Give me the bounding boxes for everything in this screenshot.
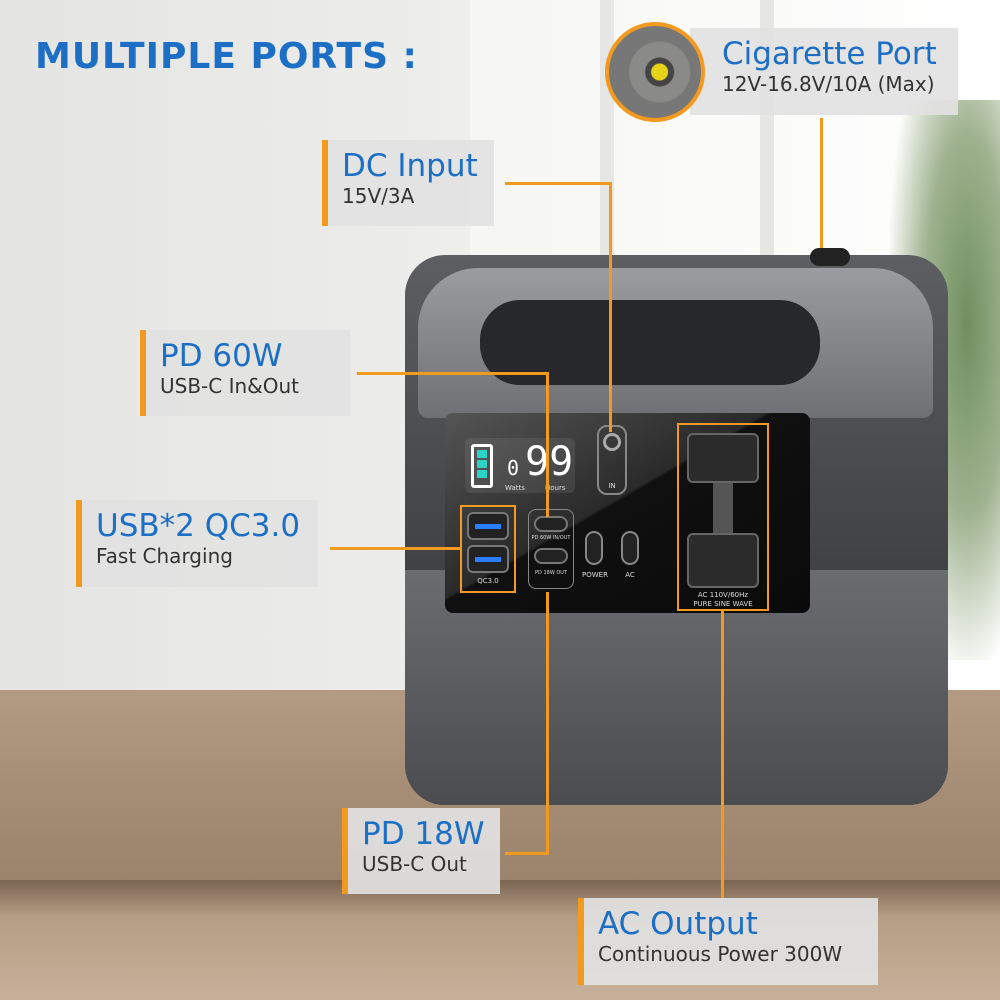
leader-line <box>609 182 612 432</box>
callout-pd18: PD 18W USB-C Out <box>342 808 500 894</box>
power-button[interactable] <box>585 531 603 565</box>
usb-qc-highlight: QC3.0 <box>460 505 516 593</box>
outlet-bridge <box>713 483 733 533</box>
in-label: IN <box>608 482 616 490</box>
qc-label: QC3.0 <box>477 577 499 585</box>
callout-subtitle: Fast Charging <box>96 544 233 568</box>
ac-rating-label: AC 110V/60Hz <box>697 591 749 599</box>
cigarette-port-cap <box>810 248 850 266</box>
hours-value: 99 <box>525 439 574 485</box>
callout-usb-qc: USB*2 QC3.0 Fast Charging <box>76 500 318 587</box>
watts-label: Watts <box>505 484 525 492</box>
callout-cigarette-port: Cigarette Port 12V-16.8V/10A (Max) <box>690 28 958 115</box>
ac-outlet <box>687 533 759 588</box>
watts-value: 0 <box>507 456 520 480</box>
ac-button[interactable] <box>621 531 639 565</box>
ac-wave-label: PURE SINE WAVE <box>693 600 753 608</box>
usb-c-port-18w <box>534 548 568 564</box>
usb-a-port <box>467 512 509 540</box>
callout-title: DC Input <box>342 148 478 184</box>
handle-slot <box>480 300 820 385</box>
callout-subtitle: Continuous Power 300W <box>598 942 843 966</box>
callout-title: USB*2 QC3.0 <box>96 508 301 544</box>
callout-title: AC Output <box>598 906 758 942</box>
control-panel: 0 99 Watts Hours IN QC3.0 PD 60W IN/OUT … <box>445 413 810 613</box>
leader-line <box>721 610 724 900</box>
hours-label: Hours <box>545 484 566 492</box>
callout-title: PD 18W <box>362 816 485 852</box>
leader-line <box>330 547 462 550</box>
callout-subtitle: 12V-16.8V/10A (Max) <box>722 72 935 96</box>
leader-line <box>357 372 549 375</box>
leader-line <box>546 372 549 517</box>
ac-outlet <box>687 433 759 483</box>
pd18-label: PD 18W OUT <box>535 570 567 576</box>
leader-line <box>505 182 612 185</box>
page-title: MULTIPLE PORTS : <box>35 36 418 77</box>
leader-line <box>820 118 823 248</box>
ac-outlet-highlight: AC 110V/60Hz PURE SINE WAVE <box>677 423 769 611</box>
power-label: POWER <box>582 571 608 579</box>
callout-dc-input: DC Input 15V/3A <box>322 140 494 226</box>
leader-line <box>546 592 549 855</box>
callout-pd60: PD 60W USB-C In&Out <box>140 330 350 416</box>
usb-c-port-60w <box>534 516 568 532</box>
lcd-display: 0 99 Watts Hours <box>465 438 575 493</box>
callout-ac-output: AC Output Continuous Power 300W <box>578 898 878 985</box>
callout-title: Cigarette Port <box>722 36 937 72</box>
usb-c-group: PD 60W IN/OUT PD 18W OUT <box>528 509 574 589</box>
ac-label: AC <box>625 571 635 579</box>
callout-subtitle: 15V/3A <box>342 184 415 208</box>
callout-title: PD 60W <box>160 338 283 374</box>
battery-icon <box>471 444 493 488</box>
cigarette-port-closeup <box>605 22 705 122</box>
leader-line <box>505 852 549 855</box>
callout-subtitle: USB-C Out <box>362 852 467 876</box>
usb-a-port <box>467 545 509 573</box>
pd60-label: PD 60W IN/OUT <box>531 535 571 541</box>
callout-subtitle: USB-C In&Out <box>160 374 300 398</box>
dc-input-port: IN <box>597 425 627 495</box>
